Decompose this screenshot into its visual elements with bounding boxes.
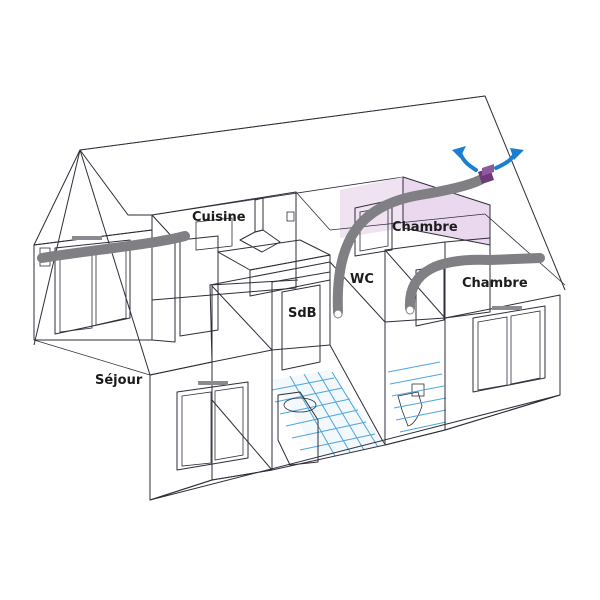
- room-label-wc: WC: [350, 272, 374, 287]
- room-label-chambre-back: Chambre: [392, 220, 458, 235]
- duct-sejour: [37, 231, 190, 263]
- room-label-cuisine: Cuisine: [192, 210, 246, 225]
- sdb-room: SdB: [211, 261, 386, 481]
- sejour-front: Séjour: [95, 361, 561, 501]
- room-label-sejour: Séjour: [95, 373, 143, 388]
- chambre-window: [472, 305, 546, 393]
- roof-extractor-icon: [478, 164, 494, 184]
- duct-chambre: [404, 253, 545, 313]
- duct-wc: [332, 175, 485, 317]
- sejour-window-front: [176, 381, 249, 471]
- exhaust-arrow-icon: [452, 146, 524, 172]
- room-label-sdb: SdB: [288, 306, 317, 321]
- room-label-chambre-front: Chambre: [462, 276, 528, 291]
- ventilation-ducts: [37, 175, 545, 319]
- upper-labels: Cuisine WC Chambre Chambre: [192, 210, 528, 291]
- roof-extractor: [452, 146, 524, 184]
